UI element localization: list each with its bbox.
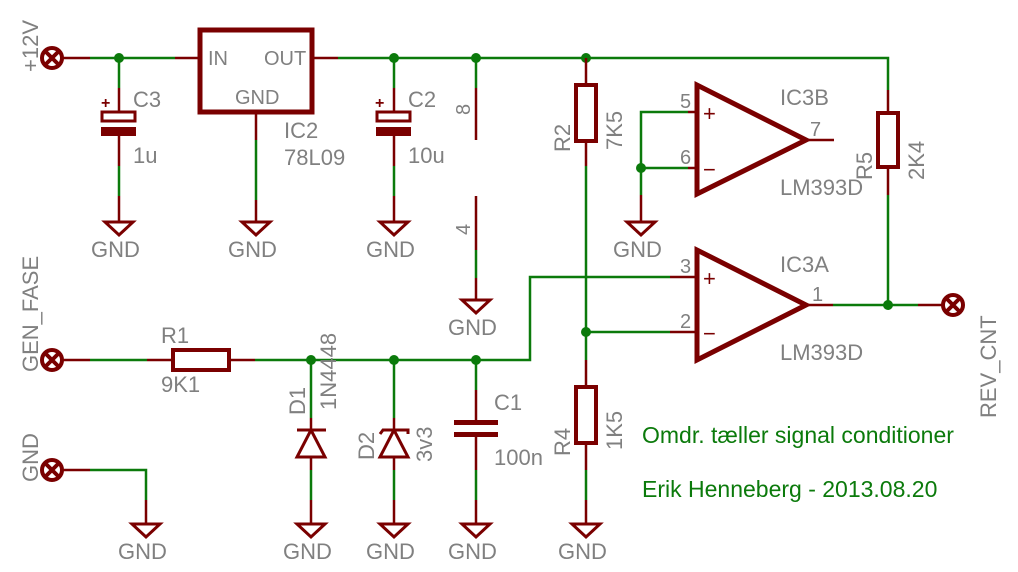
ic3a-name: IC3A: [780, 252, 829, 277]
port-rev-cnt[interactable]: [941, 293, 965, 317]
ground-icon: [458, 522, 494, 540]
gnd-d1-symbol: GND: [283, 522, 332, 564]
ground-icon: [128, 522, 164, 540]
gnd-label: GND: [91, 237, 140, 262]
c2-name: C2: [408, 87, 436, 112]
gnd-port-symbol: GND: [118, 522, 167, 564]
capacitor-c3: +: [100, 95, 137, 136]
r4-name: R4: [550, 428, 575, 456]
port-rev-cnt-label: REV_CNT: [976, 315, 1001, 418]
gnd-c3-symbol: GND: [91, 220, 140, 262]
r4-value: 1K5: [602, 411, 627, 450]
regulator-ic2: IN OUT GND: [197, 27, 315, 115]
resistor-r1: [171, 348, 231, 372]
gnd-label: GND: [366, 237, 415, 262]
ground-icon: [568, 522, 604, 540]
gnd-label: GND: [448, 539, 497, 564]
ground-icon: [293, 522, 329, 540]
r2-value: 7K5: [602, 111, 627, 150]
d1-name: D1: [285, 387, 310, 415]
resistor-r2: [574, 83, 598, 143]
ic3b-pin-out: 7: [810, 119, 821, 141]
gnd-r4-symbol: GND: [558, 522, 607, 564]
c3-value: 1u: [133, 143, 157, 168]
ground-icon: [458, 298, 494, 316]
port-gen-fase[interactable]: [40, 348, 64, 372]
reg-pin-out: OUT: [264, 48, 306, 70]
r1-value: 9K1: [161, 372, 200, 397]
r5-value: 2K4: [904, 141, 929, 180]
ic3-pin-vcc: 8: [453, 104, 475, 115]
ic3b-value: LM393D: [780, 175, 863, 200]
diode-d1: [294, 426, 328, 459]
port-gnd-label: GND: [18, 433, 43, 482]
note-title: Omdr. tæller signal conditioner: [642, 422, 954, 448]
gnd-label: GND: [558, 539, 607, 564]
gnd-label: GND: [283, 539, 332, 564]
resistor-r5: [876, 111, 900, 169]
capacitor-c1: [454, 420, 498, 437]
c1-name: C1: [494, 390, 522, 415]
gnd-label: GND: [448, 315, 497, 340]
resistor-r4: [574, 385, 598, 445]
gnd-label: GND: [366, 539, 415, 564]
svg-text:−: −: [703, 157, 716, 182]
ic3a-value: LM393D: [780, 340, 863, 365]
c3-name: C3: [133, 87, 161, 112]
gnd-label: GND: [613, 237, 662, 262]
ground-icon: [376, 220, 412, 238]
svg-text:+: +: [703, 266, 716, 291]
port-gen-fase-label: GEN_FASE: [18, 256, 43, 372]
gnd-ic3b-symbol: GND: [613, 220, 662, 262]
ic3b-pin-minus: 6: [680, 147, 691, 169]
ic3b-name: IC3B: [780, 85, 829, 110]
ic3a-pin-minus: 2: [680, 311, 691, 333]
c1-value: 100n: [494, 445, 543, 470]
note-author: Erik Henneberg - 2013.08.20: [642, 476, 937, 502]
gnd-ic3-pin4-symbol: GND: [448, 298, 497, 340]
r2-name: R2: [550, 124, 575, 152]
ic3a-pin-plus: 3: [680, 256, 691, 278]
wire-9v-rail: [338, 56, 890, 90]
gnd-c2-symbol: GND: [366, 220, 415, 262]
port-gnd[interactable]: [40, 458, 64, 482]
ground-icon: [623, 220, 659, 238]
d2-value: 3v3: [412, 427, 437, 462]
ground-icon: [376, 522, 412, 540]
d2-name: D2: [354, 432, 379, 460]
gnd-c1-symbol: GND: [448, 522, 497, 564]
port-12v[interactable]: [40, 46, 64, 70]
r1-name: R1: [161, 323, 189, 348]
svg-text:−: −: [703, 321, 716, 346]
zener-d2: [377, 426, 411, 459]
gnd-label: GND: [118, 539, 167, 564]
comparator-ic3a: + −: [694, 245, 812, 365]
svg-text:+: +: [703, 101, 716, 126]
regulator-name: IC2: [284, 118, 318, 143]
ic3a-pin-out: 1: [812, 284, 823, 306]
c2-value: 10u: [408, 143, 445, 168]
ic3b-pin-plus: 5: [680, 91, 691, 113]
ground-icon: [238, 220, 274, 238]
ic3-pin-gnd: 4: [453, 224, 475, 235]
reg-pin-in: IN: [208, 48, 228, 70]
capacitor-c2: +: [375, 95, 412, 136]
comparator-ic3b: + −: [694, 80, 812, 199]
regulator-value: 78L09: [284, 145, 345, 170]
port-12v-label: +12V: [18, 20, 43, 72]
svg-text:+: +: [375, 95, 384, 112]
gnd-label: GND: [228, 237, 277, 262]
d1-value: 1N4448: [316, 333, 341, 410]
r5-name: R5: [852, 152, 877, 180]
gnd-d2-symbol: GND: [366, 522, 415, 564]
ground-icon: [101, 220, 137, 238]
svg-text:+: +: [101, 95, 110, 112]
gnd-ic2-symbol: GND: [228, 220, 277, 262]
reg-pin-gnd: GND: [235, 87, 279, 109]
